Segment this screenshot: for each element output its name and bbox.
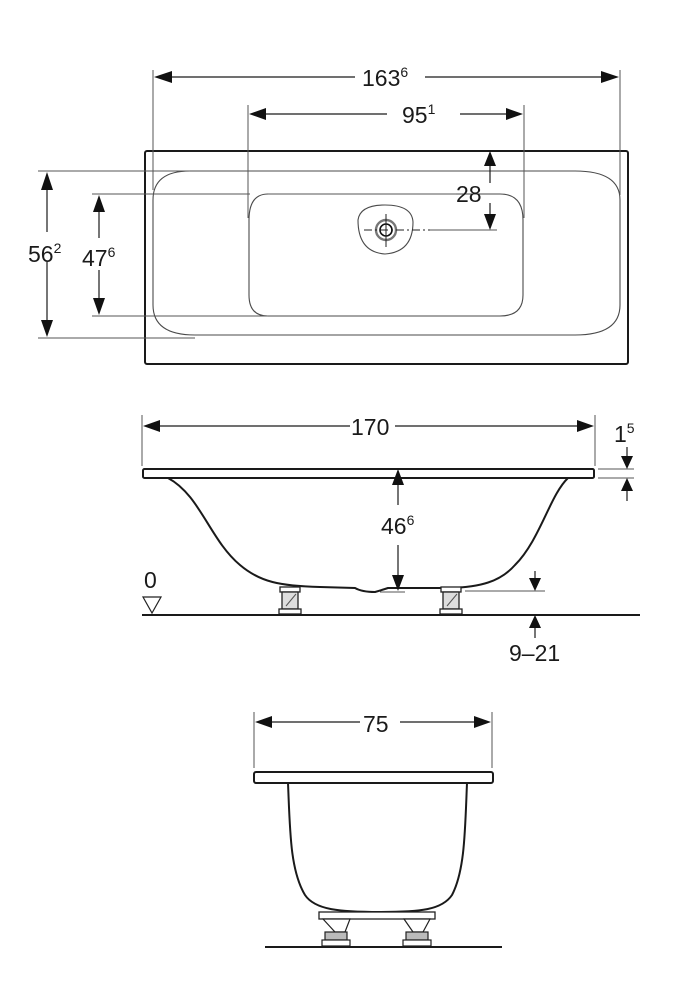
top-view: 1636 951 28 562 476	[28, 64, 629, 365]
end-foot-left	[321, 918, 351, 947]
foot-left	[278, 586, 302, 615]
drain-icon	[357, 204, 497, 255]
end-view: 75	[253, 711, 502, 948]
dim-top-overall-length: 1636	[362, 64, 408, 91]
top-view-basin-outline	[152, 170, 621, 336]
dim-end-width: 75	[363, 711, 389, 737]
dim-top-inner-width: 476	[82, 244, 116, 271]
dim-top-overall-width: 562	[28, 240, 62, 267]
dim-rim-thickness: 15	[614, 420, 635, 447]
top-view-floor-outline	[248, 193, 524, 317]
side-view-rim	[142, 468, 595, 479]
end-view-rim	[253, 771, 494, 784]
floor-level-label: 0	[144, 567, 157, 593]
side-view: 170 15 466 0 9–21	[141, 414, 640, 666]
dim-top-inner-length: 951	[402, 101, 436, 128]
dim-depth: 466	[381, 512, 415, 539]
dim-side-overall-length: 170	[351, 414, 389, 440]
dim-foot-height: 9–21	[509, 640, 560, 666]
dim-drain-offset: 28	[456, 181, 482, 207]
side-view-body	[167, 477, 569, 594]
end-view-body	[287, 782, 468, 914]
top-view-outer-rim	[144, 150, 629, 365]
level-marker-icon	[141, 596, 163, 615]
foot-right	[439, 586, 463, 615]
end-foot-right	[402, 918, 432, 947]
